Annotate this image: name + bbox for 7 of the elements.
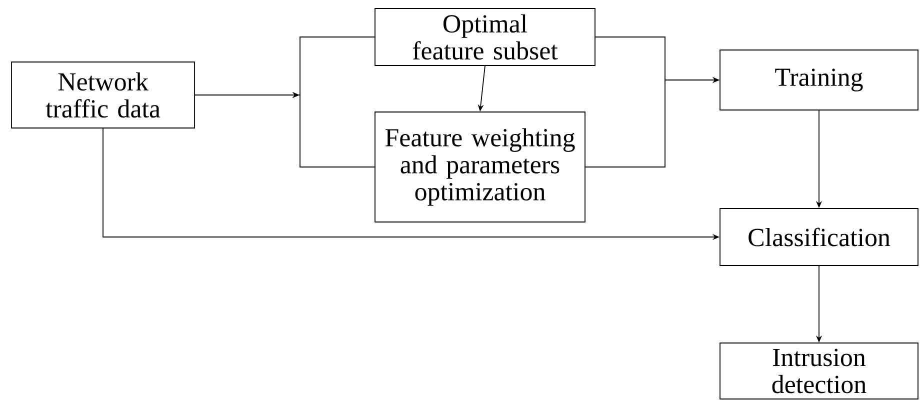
process-box: Optimal feature subset <box>374 8 596 66</box>
process-box: Intrusion detection <box>720 342 918 400</box>
arrow <box>194 92 375 168</box>
process-box: Feature weighting and parameters optimization <box>374 112 586 222</box>
process-box: Training <box>720 50 918 110</box>
process-box: Network traffic data <box>11 62 195 128</box>
process-box: Classification <box>720 208 918 266</box>
